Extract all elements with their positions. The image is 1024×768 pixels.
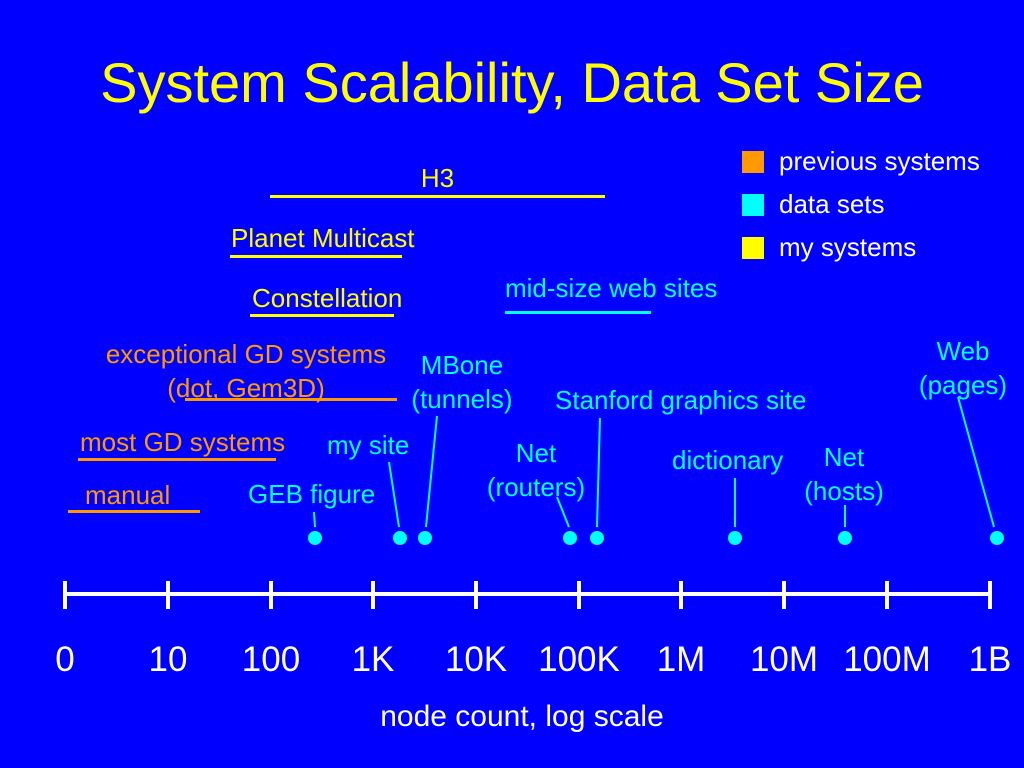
label-exceptional-gd-systems: exceptional GD systems (dot, Gem3D) bbox=[90, 337, 402, 405]
range-bar-exceptional-gd-systems bbox=[185, 398, 397, 401]
label-my-site: my site bbox=[327, 430, 410, 460]
legend-swatch-data-sets bbox=[742, 193, 764, 216]
data-point-dot-mbone bbox=[418, 531, 432, 545]
range-bar-constellation bbox=[250, 314, 394, 317]
axis-tick-1k bbox=[371, 581, 375, 609]
axis-tick-label-10: 10 bbox=[148, 640, 188, 679]
label-net-routers: Net (routers) bbox=[477, 436, 595, 504]
legend-label-previous-systems: previous systems bbox=[779, 146, 980, 176]
legend-label-my-systems: my systems bbox=[779, 232, 917, 262]
axis-tick-label-0: 0 bbox=[55, 640, 75, 679]
data-point-dot-net-hosts bbox=[838, 531, 852, 545]
label-net-hosts-line2: (hosts) bbox=[804, 476, 884, 506]
legend-item-data-sets: data sets bbox=[742, 189, 980, 220]
leader-line-my-site bbox=[388, 461, 400, 528]
x-axis-caption: node count, log scale bbox=[380, 700, 664, 733]
axis-tick-label-10k: 10K bbox=[444, 640, 508, 679]
axis-tick-100m bbox=[885, 581, 889, 609]
label-h3: H3 bbox=[420, 163, 455, 193]
label-mbone-line1: MBone bbox=[420, 350, 504, 380]
axis-tick-10k bbox=[474, 581, 478, 609]
x-axis-line bbox=[63, 592, 992, 596]
leader-line-stanford bbox=[596, 417, 601, 528]
axis-tick-label-10m: 10M bbox=[749, 640, 819, 679]
label-web-pages-line1: Web bbox=[936, 336, 990, 366]
axis-tick-1m bbox=[679, 581, 683, 609]
leader-line-mbone bbox=[425, 415, 438, 528]
axis-tick-10 bbox=[166, 581, 170, 609]
data-point-dot-geb-figure bbox=[308, 531, 322, 545]
axis-tick-label-100k: 100K bbox=[538, 640, 620, 679]
slide-title: System Scalability, Data Set Size bbox=[100, 51, 924, 114]
label-dictionary: dictionary bbox=[672, 445, 784, 475]
legend-item-previous-systems: previous systems bbox=[742, 146, 980, 177]
label-manual: manual bbox=[85, 480, 171, 510]
data-point-dot-my-site bbox=[393, 531, 407, 545]
label-constellation: Constellation bbox=[252, 283, 403, 313]
range-bar-manual bbox=[68, 510, 200, 513]
axis-tick-100k bbox=[577, 581, 581, 609]
axis-tick-label-1k: 1K bbox=[351, 640, 395, 679]
label-web-pages-line2: (pages) bbox=[918, 370, 1008, 400]
label-mbone-line2: (tunnels) bbox=[411, 384, 513, 414]
axis-tick-label-1b: 1B bbox=[968, 640, 1012, 679]
label-mid-size-web-sites: mid-size web sites bbox=[505, 273, 718, 303]
axis-tick-label-100: 100 bbox=[241, 640, 301, 679]
label-exceptional-gd-systems-line1: exceptional GD systems bbox=[105, 339, 387, 369]
leader-line-web-pages bbox=[957, 396, 995, 528]
legend-swatch-my-systems bbox=[742, 236, 764, 259]
label-geb-figure: GEB figure bbox=[248, 479, 376, 509]
range-bar-most-gd-systems bbox=[78, 458, 276, 461]
axis-tick-label-100m: 100M bbox=[843, 640, 931, 679]
axis-tick-1b bbox=[988, 581, 992, 609]
data-point-dot-dictionary bbox=[728, 531, 742, 545]
legend-swatch-previous-systems bbox=[742, 150, 764, 173]
axis-tick-100 bbox=[269, 581, 273, 609]
range-bar-mid-size-web-sites bbox=[505, 311, 651, 314]
data-point-dot-stanford bbox=[590, 531, 604, 545]
label-most-gd-systems: most GD systems bbox=[80, 427, 286, 457]
data-point-dot-net-routers bbox=[563, 531, 577, 545]
label-net-hosts-line1: Net bbox=[823, 442, 865, 472]
label-mbone: MBone (tunnels) bbox=[398, 348, 526, 416]
label-net-hosts: Net (hosts) bbox=[785, 440, 903, 508]
legend: previous systems data sets my systems bbox=[742, 146, 980, 275]
axis-tick-label-1m: 1M bbox=[656, 640, 706, 679]
legend-item-my-systems: my systems bbox=[742, 232, 980, 263]
label-stanford-graphics-site: Stanford graphics site bbox=[555, 385, 807, 415]
axis-tick-10m bbox=[782, 581, 786, 609]
leader-line-geb-figure bbox=[313, 511, 316, 528]
axis-tick-0 bbox=[63, 581, 67, 609]
label-net-routers-line1: Net bbox=[515, 438, 557, 468]
label-net-routers-line2: (routers) bbox=[486, 472, 586, 502]
label-web-pages: Web (pages) bbox=[908, 334, 1018, 402]
data-point-dot-web-pages bbox=[990, 531, 1004, 545]
label-planet-multicast: Planet Multicast bbox=[231, 223, 415, 253]
legend-label-data-sets: data sets bbox=[779, 189, 885, 219]
range-bar-h3 bbox=[270, 195, 605, 198]
range-bar-planet-multicast bbox=[230, 255, 402, 258]
